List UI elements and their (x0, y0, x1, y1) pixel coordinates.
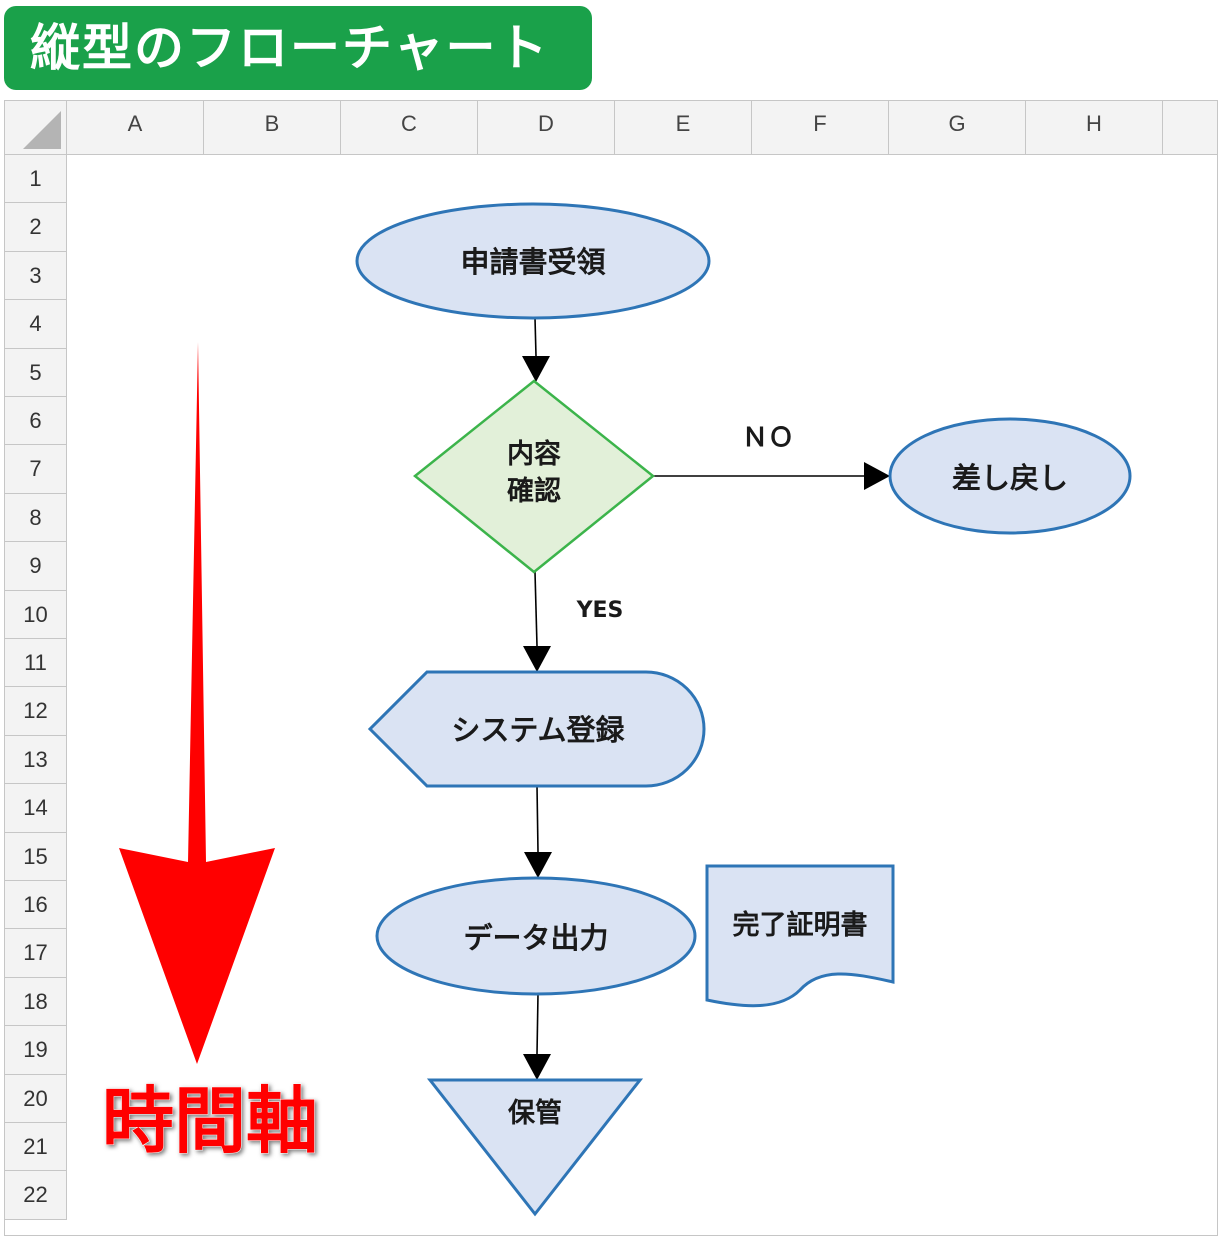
row-header-3[interactable]: 3 (5, 251, 67, 301)
time-axis-arrow-icon (119, 342, 275, 1064)
column-header-g[interactable]: G (889, 101, 1026, 155)
row-header-15[interactable]: 15 (5, 832, 67, 881)
row-header-20[interactable]: 20 (5, 1074, 67, 1123)
row-header-9[interactable]: 9 (5, 542, 67, 591)
connector-check-to-register (523, 571, 551, 672)
node-completion-certificate-label: 完了証明書 (733, 909, 868, 941)
row-header-11[interactable]: 11 (5, 639, 67, 688)
row-header-21[interactable]: 21 (5, 1123, 67, 1172)
node-content-check: 内容 確認 (413, 379, 655, 574)
node-storage-label: 保管 (507, 1098, 562, 1129)
select-all-corner[interactable] (5, 101, 67, 155)
node-data-output: データ出力 (375, 876, 697, 996)
connector-register-to-output (524, 785, 552, 878)
column-header-h[interactable]: H (1026, 101, 1163, 155)
connector-check-to-reject (652, 462, 890, 490)
node-receive-application: 申請書受領 (355, 202, 711, 320)
edge-label-yes: YES (576, 598, 624, 623)
select-all-triangle-icon (23, 111, 61, 149)
row-header-17[interactable]: 17 (5, 929, 67, 978)
node-content-check-label-line1: 内容 (507, 438, 561, 470)
page-title: 縦型のフローチャート (4, 6, 592, 90)
row-header-10[interactable]: 10 (5, 590, 67, 639)
row-header-14[interactable]: 14 (5, 784, 67, 833)
column-header-b[interactable]: B (204, 101, 341, 155)
time-axis-label: 時間軸 (102, 1079, 318, 1163)
node-return-label: 差し戻し (952, 461, 1068, 495)
connector-receive-to-check (522, 317, 550, 382)
row-header-5[interactable]: 5 (5, 348, 67, 397)
row-header-22[interactable]: 22 (5, 1171, 67, 1220)
row-header-2[interactable]: 2 (5, 203, 67, 252)
row-header-8[interactable]: 8 (5, 493, 67, 543)
node-system-registration: システム登録 (367, 670, 706, 788)
row-header-7[interactable]: 7 (5, 445, 67, 494)
column-header-f[interactable]: F (752, 101, 889, 155)
node-return: 差し戻し (888, 417, 1132, 535)
row-header-6[interactable]: 6 (5, 397, 67, 446)
row-header-13[interactable]: 13 (5, 735, 67, 785)
row-header-12[interactable]: 12 (5, 687, 67, 736)
column-header-filler (1163, 101, 1217, 155)
column-header-e[interactable]: E (615, 101, 752, 155)
column-header-c[interactable]: C (341, 101, 478, 155)
node-system-registration-label: システム登録 (451, 713, 625, 747)
row-header-16[interactable]: 16 (5, 881, 67, 930)
column-header-d[interactable]: D (478, 101, 615, 155)
node-data-output-label: データ出力 (463, 921, 608, 955)
connector-output-to-storage (523, 993, 551, 1080)
row-header-4[interactable]: 4 (5, 300, 67, 349)
column-header-a[interactable]: A (67, 101, 204, 155)
row-header-1[interactable]: 1 (5, 155, 67, 204)
node-completion-certificate: 完了証明書 (705, 864, 895, 1008)
node-content-check-label-line2: 確認 (507, 475, 561, 507)
node-storage: 保管 (426, 1078, 644, 1217)
row-header-18[interactable]: 18 (5, 977, 67, 1027)
edge-label-no: ＮＯ (742, 423, 794, 453)
row-header-19[interactable]: 19 (5, 1026, 67, 1075)
node-receive-application-label: 申請書受領 (460, 245, 606, 279)
